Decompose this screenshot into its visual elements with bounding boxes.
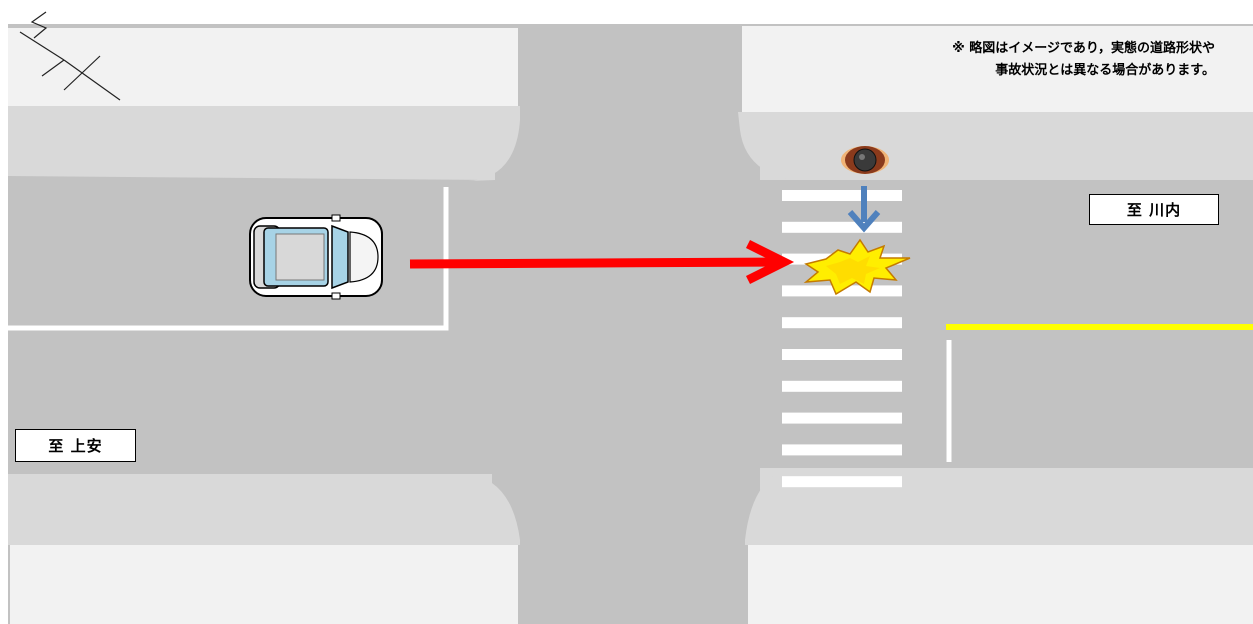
car-icon	[249, 214, 383, 300]
building-blocks	[8, 26, 1253, 624]
pedestrian-icon	[841, 146, 889, 174]
vehicle-path-arrow	[409, 239, 795, 285]
crosswalk-stripe	[782, 380, 902, 392]
crosswalk-stripe	[782, 412, 902, 424]
crosswalk-stripe	[782, 190, 902, 201]
lane-markings	[8, 187, 952, 462]
sidewalks	[8, 106, 1253, 545]
collision-burst-icon	[803, 238, 911, 296]
disclaimer-line-2: 事故状況とは異なる場合があります。	[995, 63, 1215, 78]
crosswalk-stripe	[782, 317, 902, 329]
disclaimer-line-1: ※ 略図はイメージであり，実態の道路形状や	[952, 41, 1215, 56]
north-arrow-icon	[19, 11, 121, 101]
stop-line-west	[8, 187, 449, 331]
crosswalk-stripe	[782, 444, 902, 456]
pedestrian-path-arrow	[847, 186, 881, 233]
crosswalk-stripe	[782, 221, 902, 233]
curb-corners	[468, 106, 790, 545]
crosswalk-stripe	[782, 349, 902, 360]
crosswalk-stripe	[782, 476, 902, 488]
direction-label-kamiyasu: 至 上安	[15, 429, 136, 462]
disclaimer-note: ※ 略図はイメージであり，実態の道路形状や 事故状況とは異なる場合があります。	[952, 38, 1215, 82]
direction-label-kawauchi: 至 川内	[1089, 194, 1219, 225]
